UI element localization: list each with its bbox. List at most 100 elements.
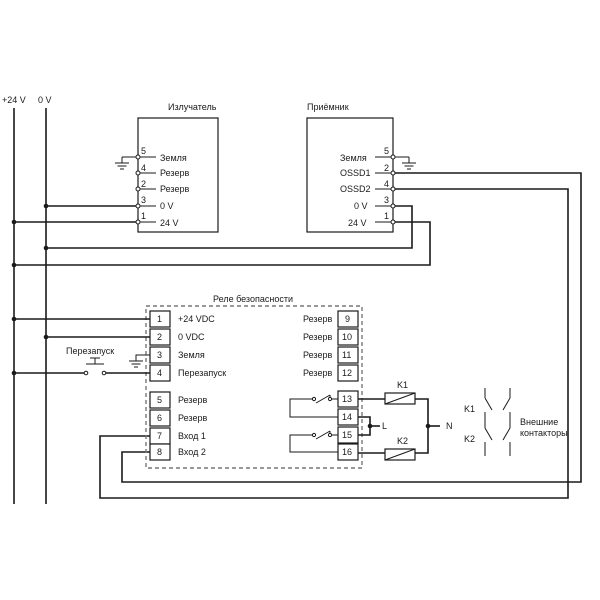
relay-terminal bbox=[337, 364, 359, 382]
receiver-pin-terminal bbox=[390, 203, 396, 209]
rail-plus24-label: +24 V bbox=[2, 95, 26, 105]
relay-terminal-num: 7 bbox=[157, 431, 162, 441]
relay-dashed-outline bbox=[145, 305, 363, 469]
emitter-pin-terminal bbox=[135, 186, 141, 192]
relay-contact-13-14 bbox=[289, 394, 338, 418]
relay-terminal-label: Резерв bbox=[303, 314, 332, 324]
relay-terminal-label: +24 VDC bbox=[178, 314, 215, 324]
relay-terminal-label: Вход 1 bbox=[178, 431, 206, 441]
node-L-label: L bbox=[382, 421, 387, 431]
contactor-k2-icon bbox=[484, 420, 511, 456]
coil-k2-label: K2 bbox=[397, 436, 408, 446]
receiver-pin-terminal bbox=[390, 186, 396, 192]
junction-dot bbox=[425, 423, 431, 429]
ossd2-wire bbox=[99, 188, 569, 499]
junction-dot bbox=[43, 245, 49, 251]
restart-button-label: Перезапуск bbox=[66, 346, 114, 356]
emitter-title: Излучатель bbox=[168, 102, 217, 112]
emitter-pin-label: Резерв bbox=[160, 168, 189, 178]
relay-terminal-num: 4 bbox=[157, 368, 162, 378]
junction-dot bbox=[367, 423, 373, 429]
emitter-pin-terminal bbox=[135, 203, 141, 209]
relay-terminal-num: 10 bbox=[342, 332, 352, 342]
ossd1-wire bbox=[121, 172, 582, 483]
relay-ground-icon bbox=[129, 354, 150, 368]
emitter-pin-label: Резерв bbox=[160, 184, 189, 194]
relay-terminal bbox=[337, 310, 359, 328]
relay-terminal-label: Резерв bbox=[303, 350, 332, 360]
receiver-pin-label: OSSD2 bbox=[340, 184, 371, 194]
junction-dot bbox=[43, 203, 49, 209]
emitter-pin-num: 1 bbox=[141, 211, 146, 221]
restart-pushbutton-icon bbox=[83, 357, 107, 376]
receiver-pin-num: 3 bbox=[384, 195, 389, 205]
emitter-pin-terminal bbox=[135, 170, 141, 176]
relay-terminal-label: Резерв bbox=[178, 395, 207, 405]
relay-terminal-label: Перезапуск bbox=[178, 368, 226, 378]
relay-terminal-label: Резерв bbox=[303, 368, 332, 378]
receiver-pin-terminal bbox=[390, 154, 396, 160]
emitter-ground-icon bbox=[115, 156, 136, 170]
receiver-box bbox=[306, 117, 394, 233]
receiver-pin-num: 2 bbox=[384, 163, 389, 173]
relay-terminal-num: 2 bbox=[157, 332, 162, 342]
relay-contact-15-16 bbox=[289, 430, 338, 453]
relay-terminal bbox=[149, 409, 171, 427]
relay-terminal-num: 13 bbox=[342, 394, 352, 404]
relay-terminal-label: Земля bbox=[178, 350, 205, 360]
contactors-label-line1: Внешние bbox=[520, 417, 558, 427]
relay-terminal bbox=[149, 391, 171, 409]
receiver-pin-num: 1 bbox=[384, 211, 389, 221]
relay-terminal-label: 0 VDC bbox=[178, 332, 205, 342]
relay-terminal-num: 9 bbox=[345, 314, 350, 324]
relay-terminal-num: 14 bbox=[342, 412, 352, 422]
emitter-pin-label: 24 V bbox=[160, 218, 179, 228]
relay-left-terminals: 1 +24 VDC 2 0 VDC 3 Земля 4 Перезапуск 5… bbox=[149, 310, 226, 461]
rail-zero-label: 0 V bbox=[38, 95, 52, 105]
junction-dot bbox=[11, 219, 17, 225]
emitter-pins: 5 Земля 4 Резерв 2 Резерв 3 0 V 1 24 V bbox=[141, 146, 189, 228]
junction-dot bbox=[11, 316, 17, 322]
relay-terminal bbox=[337, 346, 359, 364]
relay-terminal-num: 1 bbox=[157, 314, 162, 324]
relay-terminal-label: Резерв bbox=[178, 413, 207, 423]
emitter-pin-label: Земля bbox=[160, 153, 187, 163]
receiver-pin-num: 4 bbox=[384, 179, 389, 189]
receiver-pin-label: 24 V bbox=[348, 218, 367, 228]
receiver-title: Приёмник bbox=[307, 102, 349, 112]
relay-terminal-num: 3 bbox=[157, 350, 162, 360]
junction-dot bbox=[11, 262, 17, 268]
emitter-pin-num: 5 bbox=[141, 146, 146, 156]
junction-dot bbox=[11, 370, 17, 376]
emitter-pin-terminal bbox=[135, 154, 141, 160]
emitter-pin-num: 2 bbox=[141, 179, 146, 189]
receiver-pin-label: 0 V bbox=[354, 201, 368, 211]
relay-terminal-label: Вход 2 bbox=[178, 447, 206, 457]
receiver-ground-icon bbox=[395, 156, 416, 170]
emitter-pin-label: 0 V bbox=[160, 201, 174, 211]
receiver-pin-terminal bbox=[390, 170, 396, 176]
contactor-k2-label: K2 bbox=[464, 434, 475, 444]
contactors-label-line2: контакторы bbox=[520, 428, 568, 438]
relay-terminal-num: 11 bbox=[342, 350, 351, 360]
relay-title: Реле безопасности bbox=[213, 294, 293, 304]
receiver-pin-num: 5 bbox=[384, 146, 389, 156]
emitter-pin-terminal bbox=[135, 219, 141, 225]
emitter-pin-num: 4 bbox=[141, 163, 146, 173]
relay-terminal-num: 6 bbox=[157, 413, 162, 423]
relay-terminal-num: 5 bbox=[157, 395, 162, 405]
emitter-pin-num: 3 bbox=[141, 195, 146, 205]
relay-terminal bbox=[337, 328, 359, 346]
coil-k1-label: K1 bbox=[397, 380, 408, 390]
contactor-k1-icon bbox=[484, 388, 511, 420]
relay-terminal-num: 15 bbox=[342, 430, 352, 440]
relay-terminal-num: 12 bbox=[342, 368, 352, 378]
receiver-wire-24v bbox=[14, 221, 431, 266]
receiver-pin-label: Земля bbox=[340, 153, 367, 163]
node-N-label: N bbox=[446, 421, 453, 431]
receiver-pins: Земля 5 OSSD1 2 OSSD2 4 0 V 3 24 V 1 bbox=[340, 146, 389, 228]
relay-terminal bbox=[149, 443, 171, 461]
receiver-pin-terminal bbox=[390, 219, 396, 225]
relay-terminal-num: 16 bbox=[342, 447, 352, 457]
